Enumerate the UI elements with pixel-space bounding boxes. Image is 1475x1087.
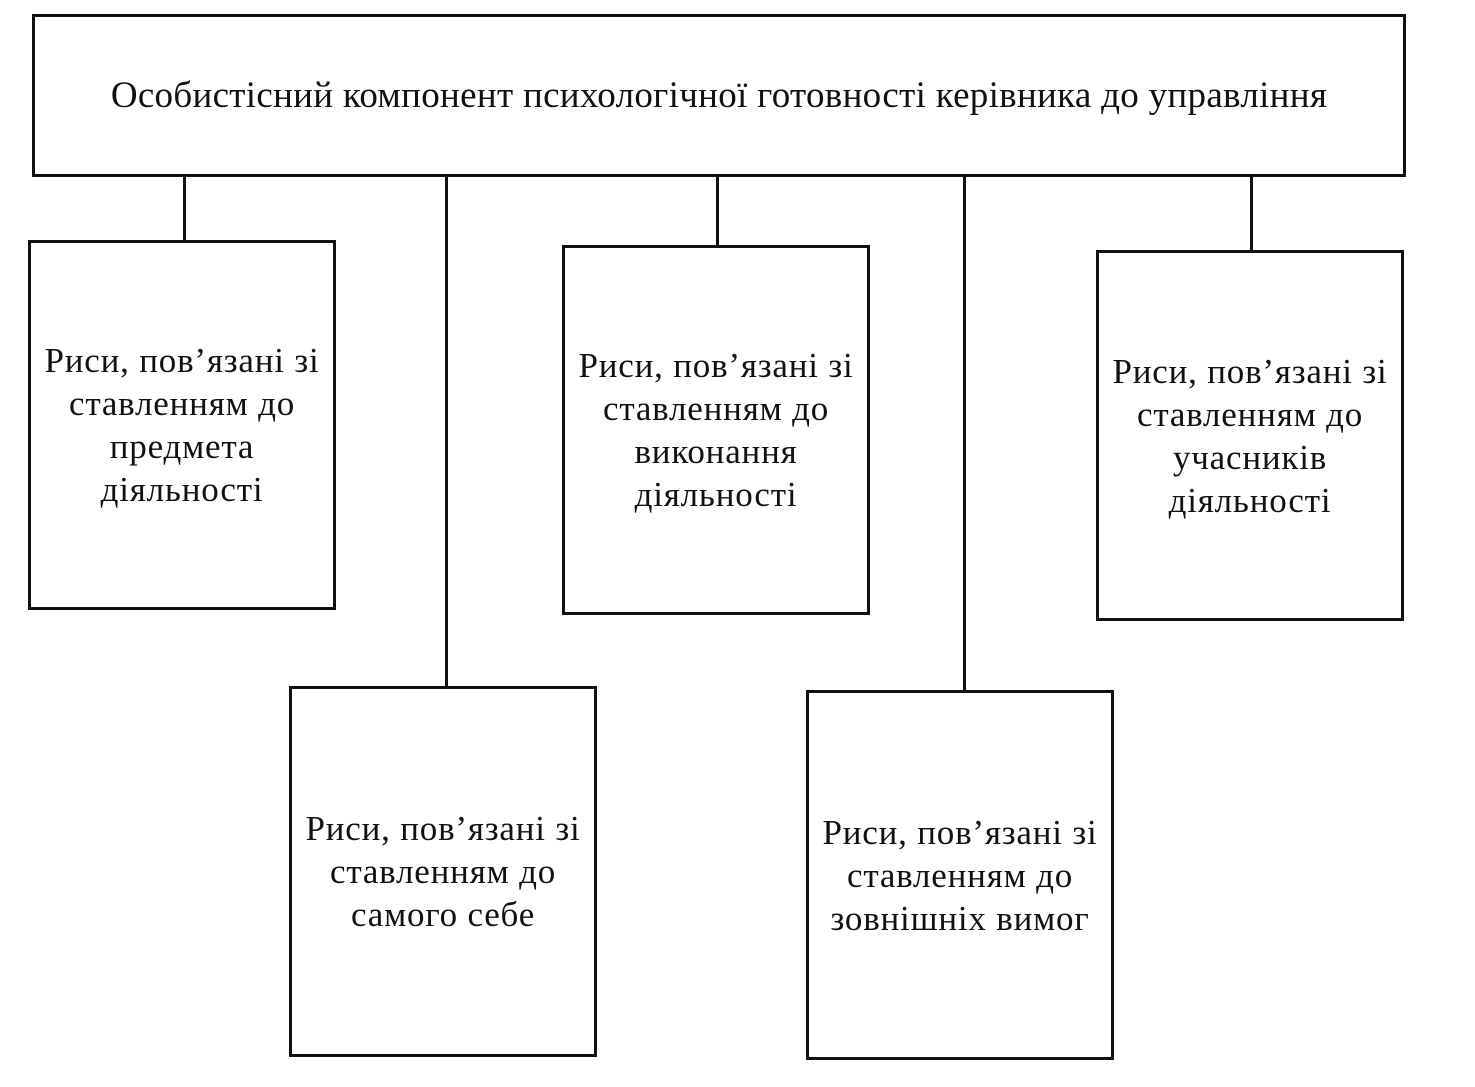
connector-self (445, 166, 448, 689)
node-subject: Риси, пов’язані зі ставленням до предмет… (28, 240, 336, 610)
node-external-label: Риси, пов’язані зі ставленням до зовнішн… (822, 812, 1098, 938)
connector-subject (183, 166, 186, 242)
connector-participants (1250, 166, 1253, 252)
connector-execution (716, 166, 719, 247)
node-self-label: Риси, пов’язані зі ставленням до самого … (305, 809, 581, 934)
node-participants-label: Риси, пов’язані зі ставленням до учасник… (1112, 351, 1388, 520)
node-self: Риси, пов’язані зі ставленням до самого … (289, 686, 597, 1057)
node-subject-label: Риси, пов’язані зі ставленням до предмет… (44, 341, 320, 509)
node-participants: Риси, пов’язані зі ставленням до учасник… (1096, 250, 1404, 621)
node-execution: Риси, пов’язані зі ставленням до виконан… (562, 245, 870, 615)
node-external: Риси, пов’язані зі ставленням до зовнішн… (806, 690, 1114, 1060)
root-node-label: Особистісний компонент психологічної гот… (110, 75, 1328, 116)
node-execution-label: Риси, пов’язані зі ставленням до виконан… (578, 346, 854, 514)
root-node: Особистісний компонент психологічної гот… (32, 14, 1406, 177)
connector-external (963, 166, 966, 693)
